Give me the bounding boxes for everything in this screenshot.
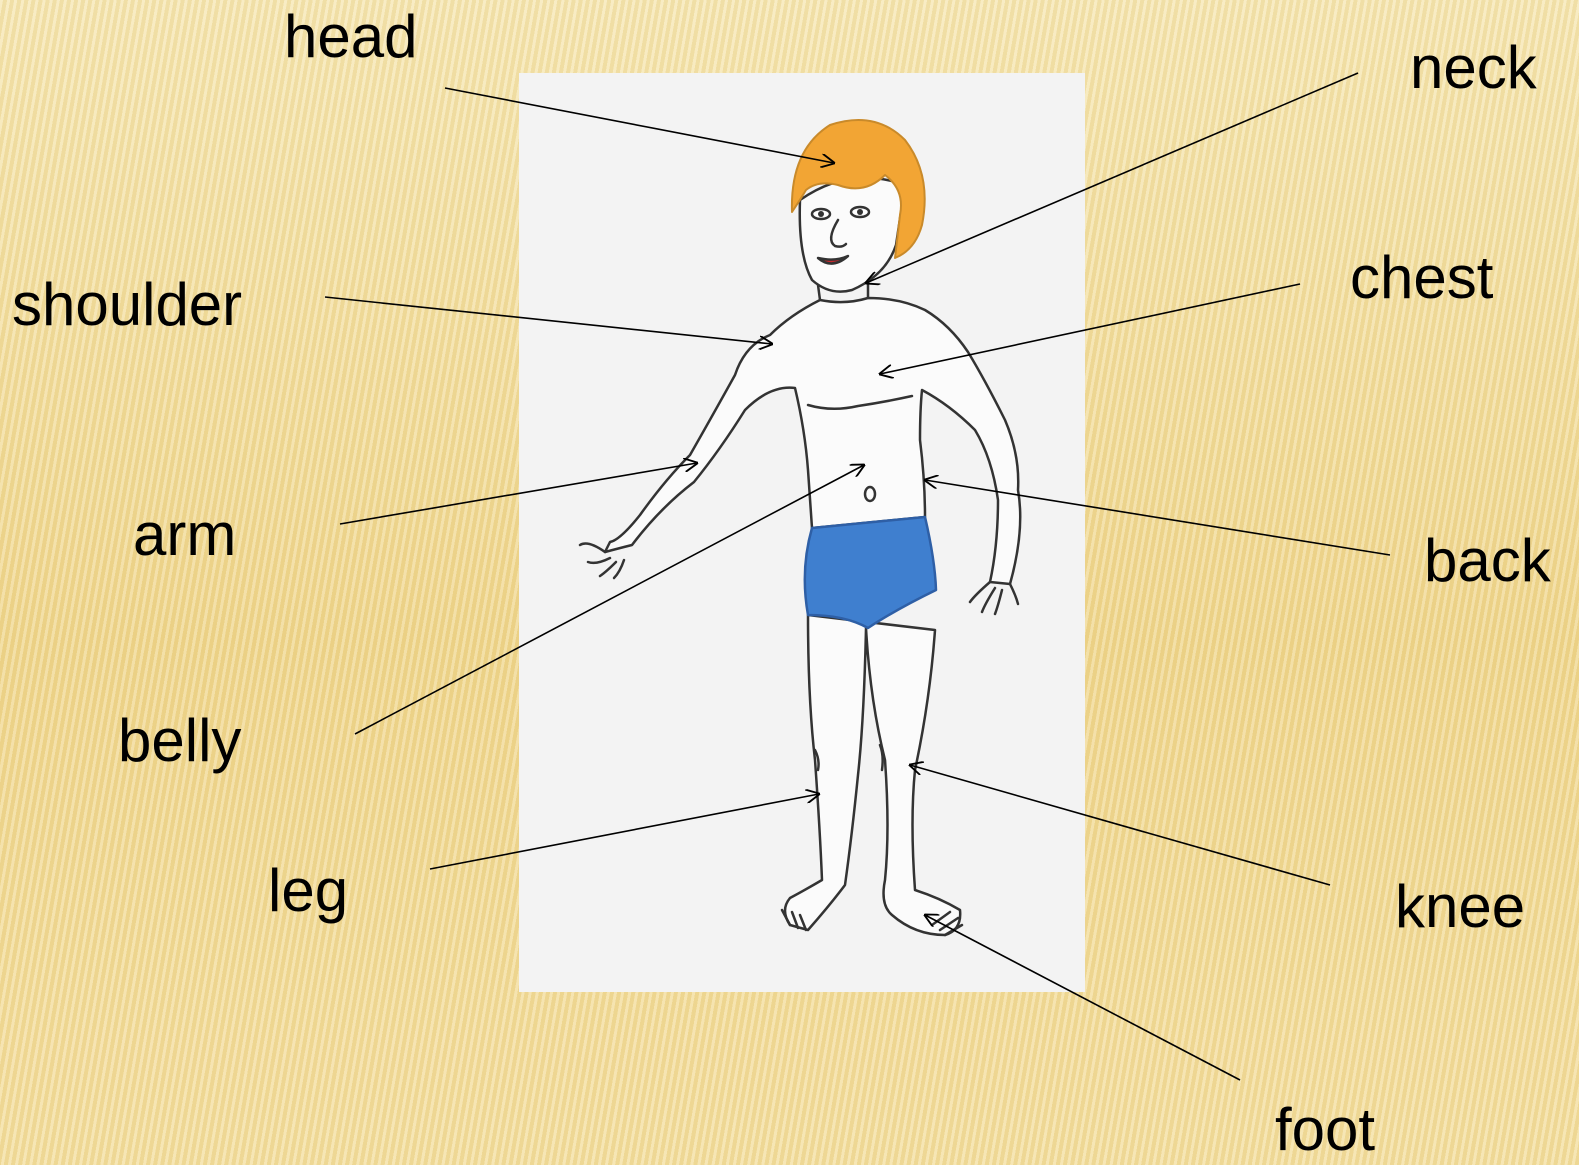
label-neck: neck bbox=[1410, 38, 1537, 98]
face bbox=[800, 178, 905, 292]
pointer-belly bbox=[355, 465, 864, 734]
neck-line-left bbox=[818, 285, 820, 300]
swim-briefs bbox=[805, 517, 936, 628]
pointer-knee bbox=[910, 765, 1330, 885]
label-shoulder: shoulder bbox=[12, 275, 242, 335]
legs-outline bbox=[785, 615, 960, 935]
label-leg: leg bbox=[268, 861, 348, 921]
label-arm: arm bbox=[133, 505, 236, 565]
label-back: back bbox=[1424, 531, 1551, 591]
right-knee-line bbox=[880, 745, 883, 770]
label-knee: knee bbox=[1395, 877, 1525, 937]
label-head: head bbox=[284, 7, 417, 67]
pointer-leg bbox=[430, 794, 819, 869]
pointer-shoulder bbox=[325, 297, 772, 344]
label-belly: belly bbox=[118, 711, 241, 771]
label-chest: chest bbox=[1350, 248, 1493, 308]
right-hand bbox=[970, 582, 1018, 614]
label-foot: foot bbox=[1275, 1100, 1375, 1160]
boy-figure bbox=[580, 120, 1020, 935]
pointer-head bbox=[445, 88, 834, 163]
pointer-neck bbox=[866, 73, 1358, 283]
pointer-foot bbox=[925, 915, 1240, 1080]
